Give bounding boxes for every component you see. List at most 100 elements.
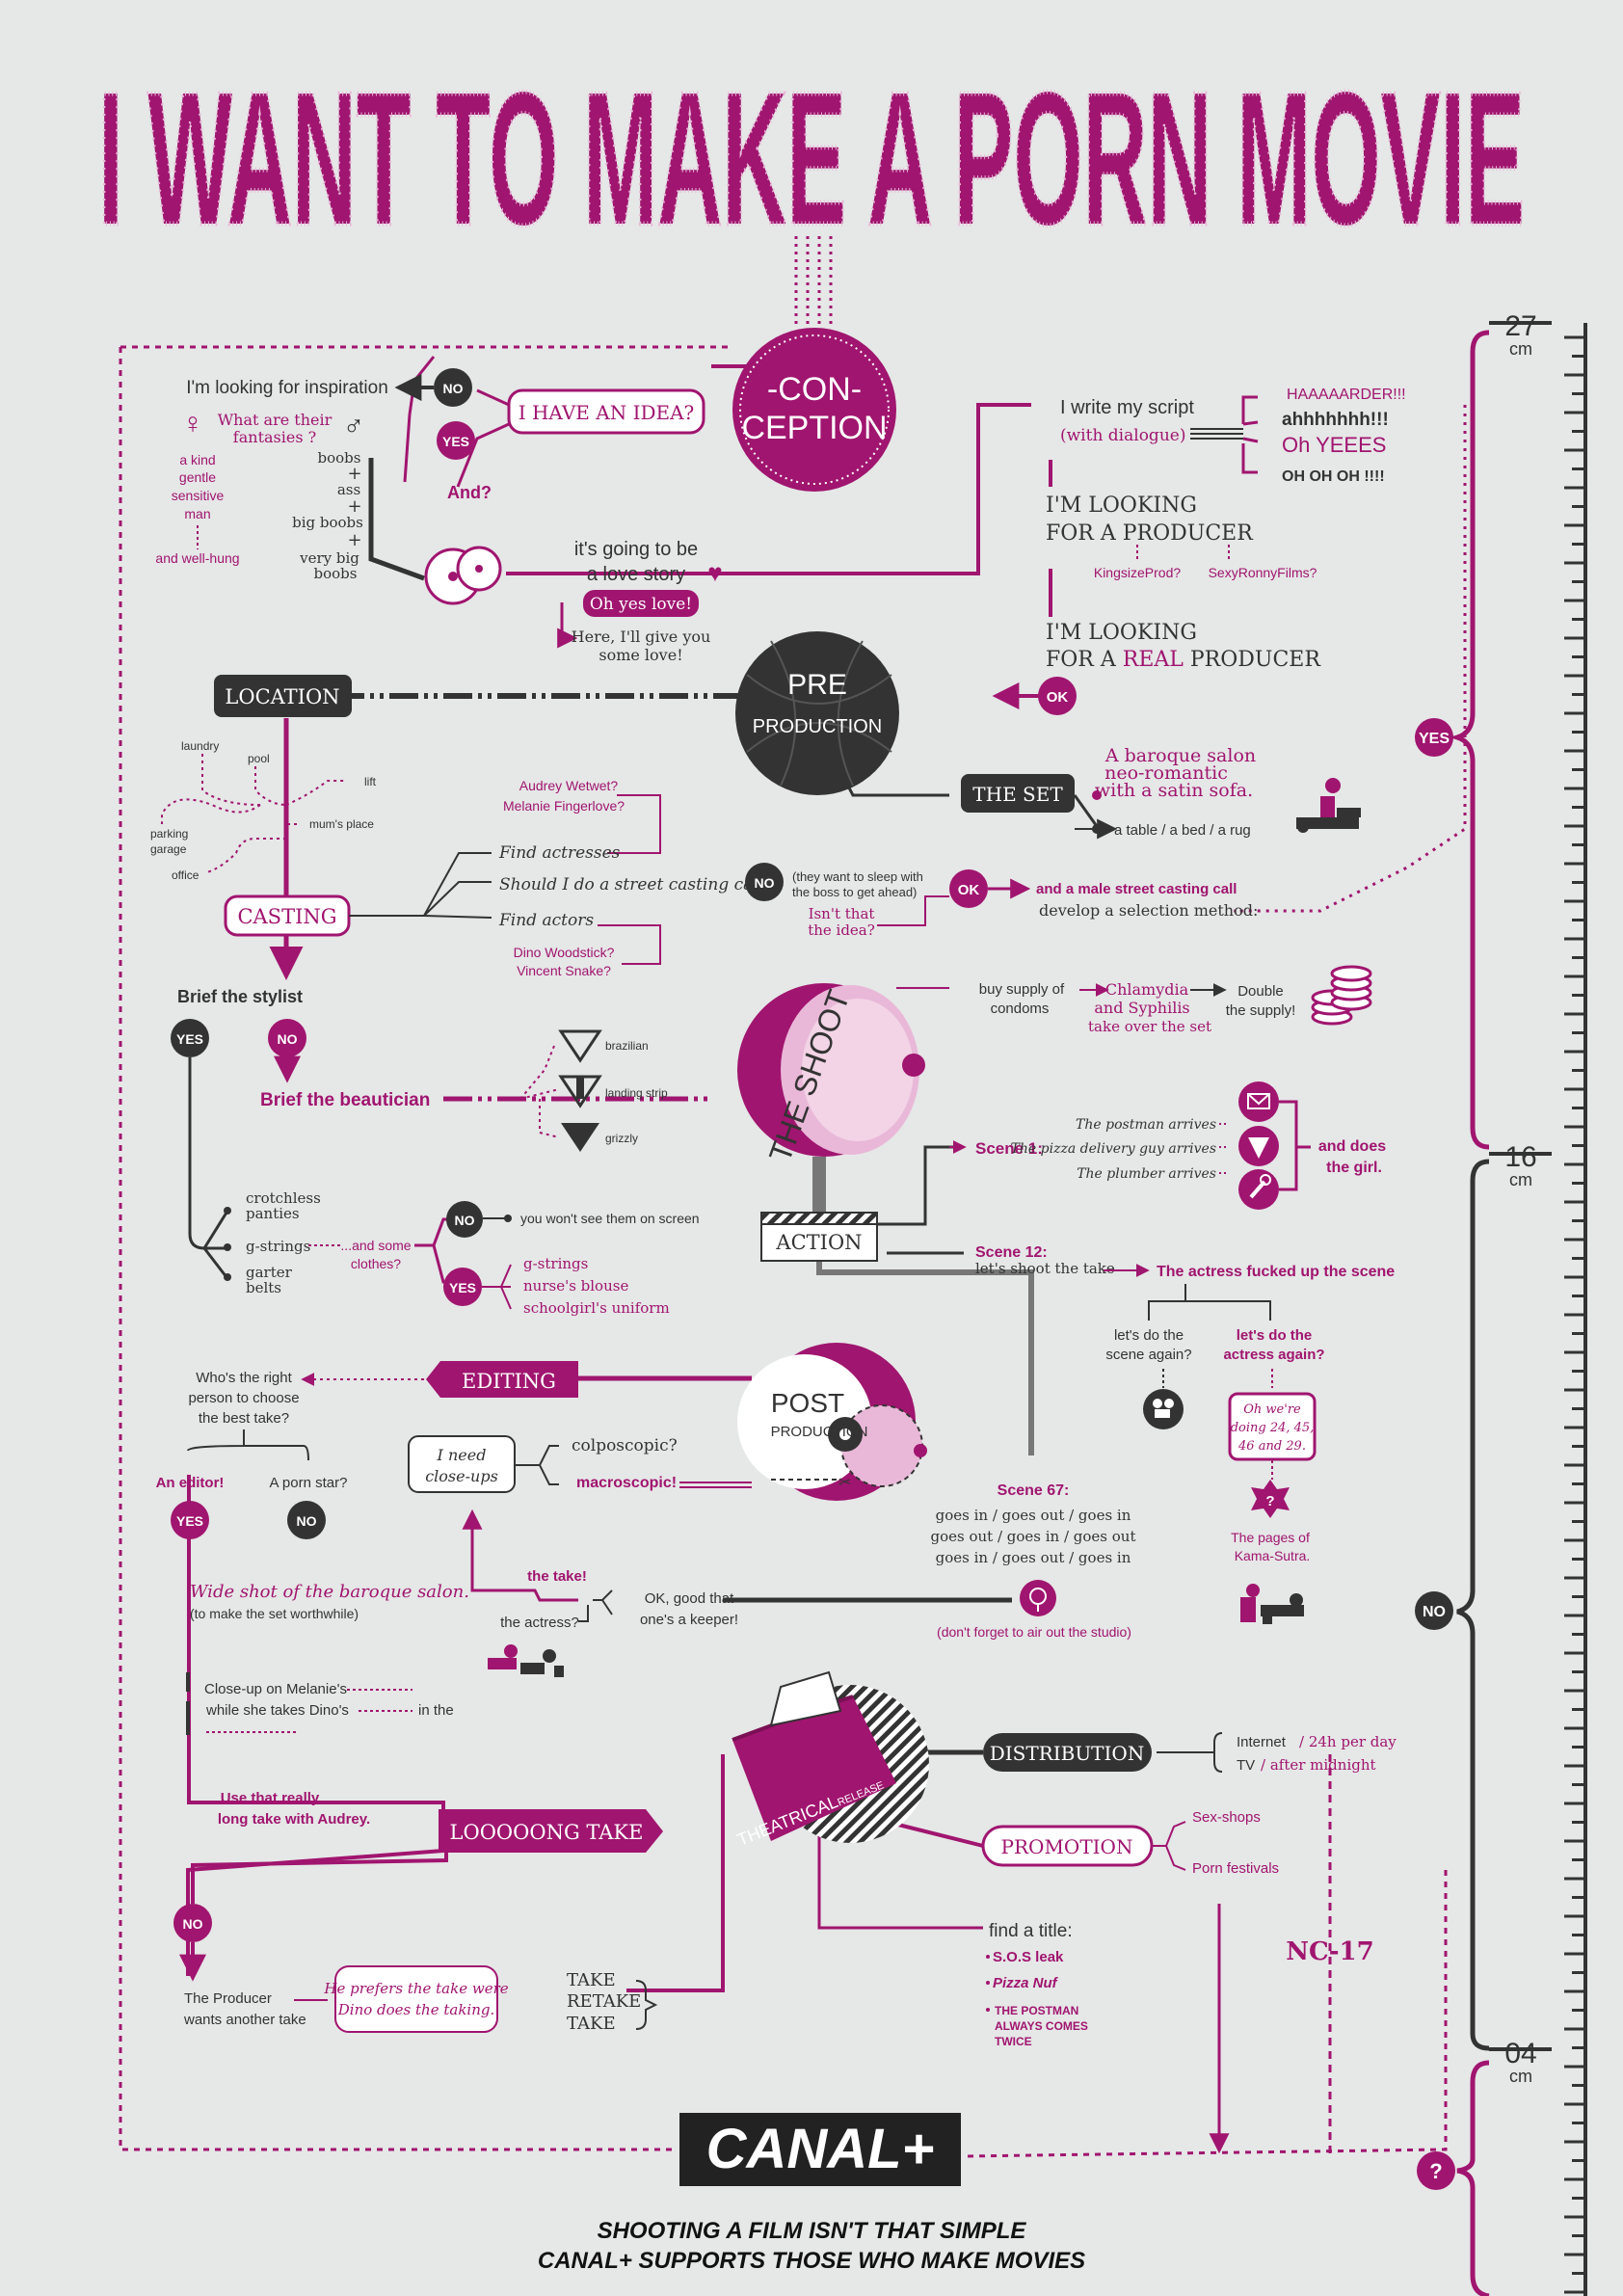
fantasy-item: boobs bbox=[318, 449, 361, 467]
fucked-up-text: The actress fucked up the scene bbox=[1157, 1264, 1395, 1280]
ruler-no-badge bbox=[1415, 1591, 1453, 1630]
doing-line3: 46 and 29. bbox=[1237, 1439, 1306, 1454]
doing-line2: doing 24, 45, bbox=[1231, 1421, 1315, 1435]
place: parking bbox=[150, 827, 188, 841]
prod-candidate: SexyRonnyFilms? bbox=[1209, 565, 1317, 580]
sex-shops: Sex-shops bbox=[1192, 1809, 1261, 1826]
pre-line1: PRE bbox=[787, 669, 847, 701]
love-story-line2: a love story bbox=[587, 564, 685, 585]
goes-line: goes in / goes out / goes in bbox=[936, 1549, 1131, 1566]
yes-badge bbox=[171, 1019, 209, 1057]
yes-badge bbox=[437, 421, 475, 460]
no-label: NO bbox=[755, 875, 775, 891]
keeper-line1: OK, good that bbox=[645, 1590, 734, 1607]
take-word: TAKE bbox=[567, 1970, 616, 1990]
find-title-label: find a title: bbox=[989, 1921, 1073, 1941]
long-take-box bbox=[439, 1809, 663, 1853]
arrival-line: The postman arrives bbox=[1076, 1117, 1216, 1133]
here-line1: Here, I'll give you bbox=[572, 627, 711, 646]
costume-item: nurse's blouse bbox=[523, 1277, 628, 1295]
find-actresses: Find actresses bbox=[498, 843, 621, 863]
underwear-item: crotchless bbox=[246, 1189, 321, 1207]
stage-shoot: THE SHOOT bbox=[737, 983, 925, 1166]
title-option: THE POSTMAN bbox=[995, 2004, 1078, 2017]
question-mark: ? bbox=[1265, 1493, 1274, 1509]
yes-badge bbox=[443, 1268, 482, 1306]
clothes-line1: ...and some bbox=[340, 1238, 411, 1253]
the-take-label: the take! bbox=[527, 1568, 587, 1585]
scene67-label: Scene 67: bbox=[998, 1482, 1070, 1499]
no-badge bbox=[434, 368, 472, 407]
tv-note: / after midnight bbox=[1261, 1756, 1376, 1774]
oh-yes-label: Oh yes love! bbox=[590, 595, 692, 614]
footer-line2: CANAL+ SUPPORTS THOSE WHO MAKE MOVIES bbox=[538, 2248, 1085, 2274]
fantasy-item: + bbox=[347, 464, 361, 484]
moan-2: ahhhhhhh!!! bbox=[1282, 410, 1389, 430]
keeper-line2: one's a keeper! bbox=[640, 1612, 738, 1628]
again1-line2: scene again? bbox=[1105, 1347, 1191, 1363]
moan-3: Oh YEEES bbox=[1282, 433, 1386, 457]
ruler-question-badge bbox=[1417, 2151, 1455, 2190]
pre-line2: PRODUCTION bbox=[753, 716, 882, 737]
doing-bubble bbox=[1228, 1392, 1317, 1461]
conception-line1: -CON- bbox=[767, 371, 862, 408]
selection-method: develop a selection method: bbox=[1039, 901, 1258, 920]
distribution-box bbox=[983, 1733, 1152, 1772]
star-label: A porn star? bbox=[270, 1475, 348, 1491]
heart-icon: ♥ bbox=[707, 558, 722, 587]
title-option: TWICE bbox=[995, 2035, 1032, 2048]
producer1-line1: I'M LOOKING bbox=[1046, 494, 1197, 518]
no-screen-text: you won't see them on screen bbox=[520, 1211, 700, 1226]
no-badge bbox=[173, 1904, 212, 1942]
style-name: landing strip bbox=[605, 1086, 668, 1100]
set-desc-line3: with a satin sofa. bbox=[1095, 780, 1253, 801]
moan-1: HAAAAARDER!!! bbox=[1287, 387, 1406, 403]
distribution-label: DISTRIBUTION bbox=[990, 1742, 1145, 1765]
underwear-item: g-strings bbox=[246, 1238, 310, 1255]
underwear-item: belts bbox=[246, 1279, 281, 1296]
conception-line2: CEPTION bbox=[741, 410, 887, 446]
place: pool bbox=[248, 752, 270, 765]
producer2-end: PRODUCER bbox=[1184, 648, 1321, 672]
air-out-note: (don't forget to air out the studio) bbox=[937, 1624, 1131, 1640]
double-line1: Double bbox=[1237, 983, 1284, 1000]
goes-line: goes in / goes out / goes in bbox=[936, 1507, 1131, 1524]
again1-line1: let's do the bbox=[1114, 1327, 1184, 1344]
scene12-label: Scene 12: bbox=[975, 1244, 1048, 1261]
ruler-mark-16: 16 bbox=[1504, 1141, 1536, 1173]
moan-4: OH OH OH !!!! bbox=[1282, 468, 1385, 485]
arrival-line: The pizza delivery guy arrives bbox=[1011, 1141, 1216, 1157]
again2-line1: let's do the bbox=[1237, 1327, 1313, 1344]
who-line3: the best take? bbox=[199, 1410, 289, 1427]
use-line1: Use that really bbox=[221, 1790, 320, 1806]
goes-line: goes out / goes in / goes out bbox=[930, 1528, 1135, 1545]
boobs-icon bbox=[424, 546, 502, 605]
producer2-line2: FOR A REAL PRODUCER bbox=[1046, 648, 1321, 672]
condom-stack-icon bbox=[1311, 965, 1372, 1026]
isnt-line1: Isn't that bbox=[809, 905, 875, 922]
here-line2: some love! bbox=[599, 646, 682, 664]
ruler-unit: cm bbox=[1509, 2067, 1532, 2086]
yes-label: YES bbox=[449, 1280, 476, 1295]
post-line1: POST bbox=[771, 1388, 844, 1418]
again2-line2: actress again? bbox=[1223, 1347, 1324, 1363]
prefers-line1: He prefers the take were bbox=[323, 1980, 508, 1997]
no-badge bbox=[745, 863, 784, 901]
stage-postproduction: ✂ POST PRODUCTION bbox=[737, 1343, 927, 1501]
underwear-item: garter bbox=[246, 1264, 293, 1281]
triangle-icons bbox=[558, 1029, 602, 1152]
footer-line1: SHOOTING A FILM ISN'T THAT SIMPLE bbox=[598, 2218, 1027, 2244]
fan-icon bbox=[1020, 1580, 1056, 1616]
no-badge bbox=[446, 1201, 483, 1238]
fantasy-item: boobs bbox=[314, 565, 358, 582]
set-desc-line2: neo-romantic bbox=[1104, 762, 1228, 784]
couple-icon bbox=[488, 1644, 564, 1677]
yes-badge bbox=[171, 1501, 209, 1539]
canal-logo-text: CANAL+ bbox=[706, 2118, 935, 2180]
closeup-c: in the bbox=[418, 1702, 454, 1719]
set-label: THE SET bbox=[972, 783, 1063, 806]
street-casting-question: Should I do a street casting call? bbox=[499, 875, 773, 894]
stage-conception: -CON- CEPTION bbox=[732, 328, 896, 492]
fantasy-item: big boobs bbox=[292, 514, 363, 531]
wide-shot-note: (to make the set worthwhile) bbox=[190, 1606, 359, 1621]
